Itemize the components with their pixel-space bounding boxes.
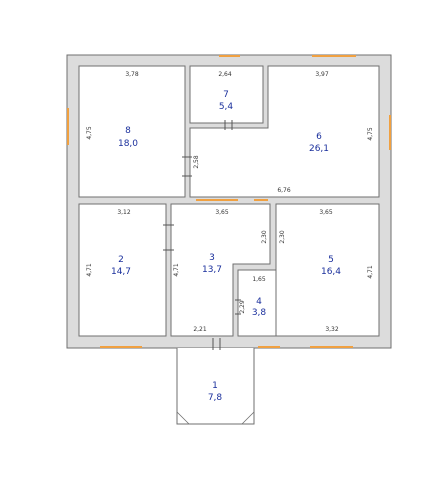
- dim-partition-right: 2,30: [279, 230, 286, 244]
- room-8-area: 18,0: [118, 139, 138, 149]
- room-7-area: 5,4: [219, 102, 234, 112]
- room-7-number: 7: [223, 90, 229, 100]
- porch-corner-right: [241, 411, 255, 425]
- room-3: [170, 203, 271, 337]
- porch-room-1: [176, 348, 255, 425]
- dim-room2-width: 3,12: [117, 209, 131, 216]
- dim-hall-length: 6,76: [277, 187, 291, 194]
- room-6-number: 6: [316, 132, 322, 142]
- room-1-number: 1: [212, 381, 218, 391]
- room-2-area: 14,7: [111, 267, 131, 277]
- dim-room5-width: 3,65: [319, 209, 333, 216]
- dim-room3-height: 4,71: [173, 263, 180, 277]
- room-4: [237, 269, 282, 337]
- room-3-area: 13,7: [202, 265, 222, 275]
- room-6-area: 26,1: [309, 144, 329, 154]
- room-3-number: 3: [209, 253, 215, 263]
- dim-room7-width: 2,64: [218, 71, 232, 78]
- room-6: [189, 65, 380, 198]
- dim-room6-width: 3,97: [315, 71, 329, 78]
- dim-room4-height: 2,29: [239, 300, 246, 314]
- room-2: [78, 203, 167, 337]
- dim-room3-bottom: 2,21: [193, 326, 207, 333]
- room-8: [78, 65, 186, 198]
- room-4-area: 3,8: [252, 308, 267, 318]
- room-5-area: 16,4: [321, 267, 341, 277]
- porch-corner-left: [176, 411, 190, 425]
- room-1-area: 7,8: [208, 393, 223, 403]
- dim-partition-left: 2,30: [261, 230, 268, 244]
- room-4-number: 4: [256, 297, 262, 307]
- dim-room4-width: 1,65: [252, 276, 266, 283]
- room-2-number: 2: [118, 255, 124, 265]
- room-8-number: 8: [125, 126, 131, 136]
- room-5-number: 5: [328, 255, 334, 265]
- dim-room5-height: 4,71: [367, 265, 374, 279]
- dim-room8-height: 4,75: [86, 126, 93, 140]
- dim-room8-width: 3,78: [125, 71, 139, 78]
- room-5: [275, 203, 380, 337]
- dim-room6-height: 4,75: [367, 127, 374, 141]
- dim-hall-door-offset: 2,58: [193, 155, 200, 169]
- dim-room2-height: 4,71: [86, 263, 93, 277]
- dim-room5-bottom: 3,32: [325, 326, 339, 333]
- room-7: [189, 65, 264, 124]
- dim-room3-width: 3,65: [215, 209, 229, 216]
